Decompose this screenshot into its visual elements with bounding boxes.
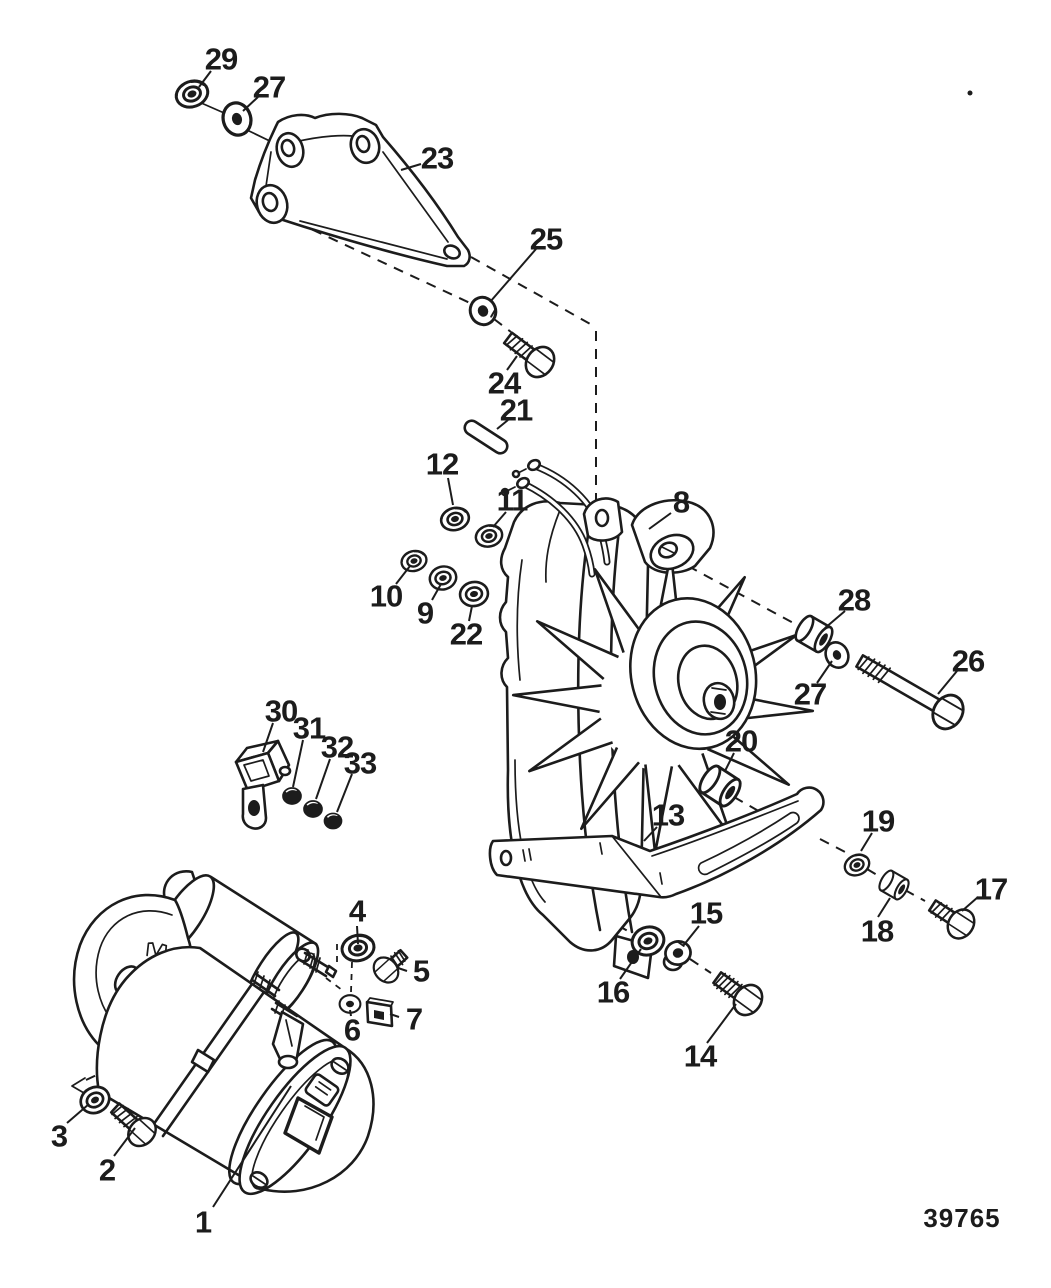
- callout-leader-1: [212, 1085, 292, 1208]
- part-24-bolt: [502, 331, 562, 384]
- part-22-washer: [456, 578, 492, 610]
- part-21-pin: [463, 419, 509, 455]
- callout-leader-6: [349, 1009, 352, 1017]
- callout-label-22: 22: [450, 617, 482, 652]
- callout-label-9: 9: [417, 596, 434, 631]
- callout-leader-22: [468, 605, 473, 622]
- callout-leader-2: [113, 1127, 136, 1157]
- callout-leader-18: [877, 897, 891, 918]
- callout-leader-32: [315, 758, 331, 800]
- part-26-bolt: [855, 654, 971, 736]
- part-13-brace: [488, 786, 825, 899]
- callout-label-31: 31: [293, 711, 326, 746]
- callout-label-16: 16: [597, 975, 630, 1010]
- callout-leader-24: [506, 355, 518, 371]
- callout-leader-15: [682, 925, 700, 947]
- callout-label-18: 18: [861, 914, 894, 949]
- callout-label-2: 2: [99, 1153, 115, 1188]
- part-19-nut: [840, 849, 874, 881]
- callout-leader-11: [492, 511, 507, 528]
- callout-label-26: 26: [952, 644, 985, 679]
- callout-label-30: 30: [265, 694, 297, 729]
- callout-label-14: 14: [684, 1039, 718, 1074]
- callout-label-5: 5: [413, 954, 430, 989]
- callout-label-24: 24: [488, 366, 522, 401]
- callout-leader-29: [198, 70, 212, 88]
- part-23-mount-bracket: [249, 112, 471, 268]
- callout-label-4: 4: [349, 894, 367, 929]
- callout-leader-20: [724, 752, 735, 772]
- callout-label-21: 21: [500, 393, 533, 428]
- callout-label-7: 7: [406, 1002, 422, 1037]
- callout-leader-13: [643, 826, 658, 842]
- part-12-nut: [437, 503, 473, 535]
- callout-leader-17: [961, 896, 979, 912]
- part-10-nut: [398, 547, 430, 576]
- print-speck: [967, 90, 973, 96]
- callout-label-28: 28: [838, 583, 871, 618]
- part-2-bolt: [109, 1102, 163, 1153]
- callout-label-17: 17: [975, 872, 1007, 907]
- part-33-nut: [323, 812, 343, 830]
- callout-leader-10: [395, 565, 411, 585]
- callout-leader-4: [356, 925, 359, 945]
- callout-label-33: 33: [344, 746, 377, 781]
- callout-leader-12: [447, 477, 454, 506]
- callout-label-27: 27: [253, 70, 285, 105]
- callout-leader-23: [400, 163, 422, 171]
- callout-leader-3: [66, 1103, 90, 1124]
- callout-leader-27: [242, 96, 259, 112]
- callout-label-25: 25: [530, 222, 563, 257]
- callout-leader-9: [431, 583, 442, 601]
- callout-leader-31: [292, 739, 304, 788]
- callout-leader-8: [648, 512, 672, 530]
- part-11-nut: [472, 521, 506, 551]
- callout-label-19: 19: [862, 804, 895, 839]
- part-8-alternator: [498, 458, 815, 980]
- part-18-washer: [875, 867, 913, 903]
- callout-label-3: 3: [51, 1119, 68, 1154]
- callout-label-13: 13: [652, 798, 685, 833]
- part-32-nut: [303, 800, 323, 818]
- callout-leader-26: [937, 670, 958, 695]
- callout-label-32: 32: [321, 730, 353, 765]
- part-14-bolt: [712, 971, 770, 1022]
- callout-label-11: 11: [497, 483, 529, 518]
- callout-label-12: 12: [426, 447, 458, 482]
- part-31-nut: [282, 787, 302, 805]
- assembly-axis-lines: [71, 101, 926, 1094]
- part-5-bolt: [367, 948, 409, 989]
- part-29-nut: [171, 75, 213, 114]
- callout-label-29: 29: [205, 42, 238, 77]
- callout-leader-16: [619, 948, 642, 980]
- callout-label-27: 27: [794, 677, 826, 712]
- callout-leader-21: [496, 419, 509, 430]
- callout-label-20: 20: [725, 724, 757, 759]
- callout-label-6: 6: [344, 1013, 361, 1048]
- callout-leader-28: [824, 610, 846, 629]
- callout-leader-14: [706, 1003, 737, 1044]
- callout-label-10: 10: [370, 579, 402, 614]
- callout-leader-25: [489, 248, 537, 303]
- callout-leader-19: [860, 832, 873, 852]
- callout-label-15: 15: [690, 896, 723, 931]
- part-1-starter-motor: [72, 870, 375, 1196]
- callout-label-23: 23: [421, 141, 454, 176]
- callout-leader-33: [336, 773, 353, 813]
- callout-leader-30: [262, 722, 274, 753]
- callout-leader-5: [397, 967, 408, 972]
- part-30-bracket: [234, 739, 292, 830]
- callout-label-8: 8: [673, 485, 690, 520]
- callout-leader-7: [389, 1013, 400, 1018]
- part-9-washer: [425, 562, 461, 594]
- figure-number: 39765: [923, 1203, 1000, 1233]
- callout-leader-27: [816, 660, 833, 684]
- part-7-square-nut: [365, 997, 394, 1028]
- part-25-lock-washer: [464, 292, 502, 330]
- callout-label-1: 1: [195, 1205, 212, 1240]
- part-17-bolt: [927, 899, 981, 945]
